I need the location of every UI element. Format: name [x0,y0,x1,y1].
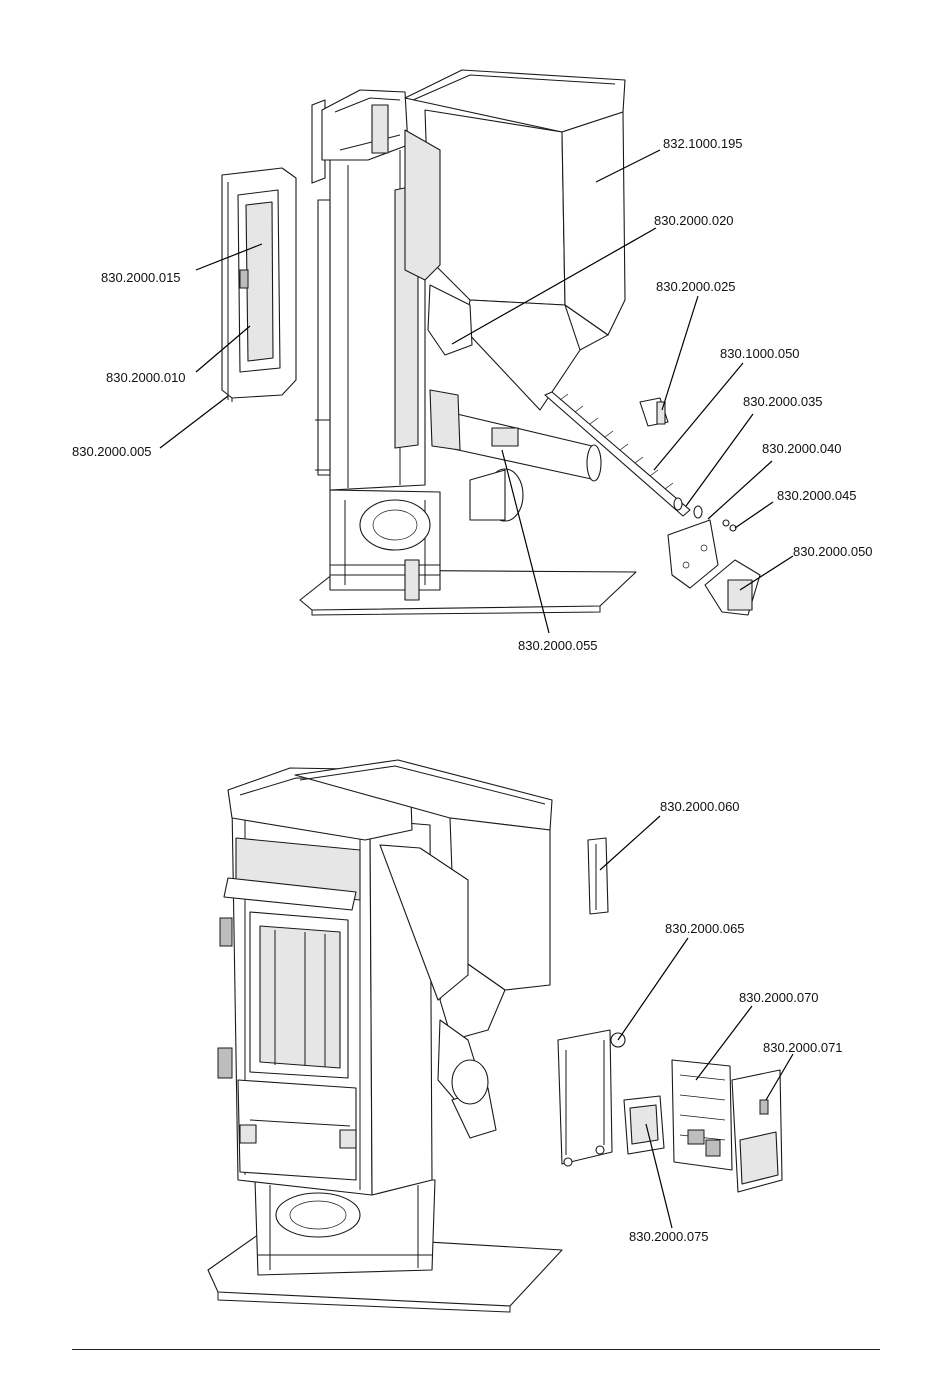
part-label: 830.2000.005 [72,444,152,459]
footer-rule [72,1349,880,1350]
part-label: 830.2000.055 [518,638,598,653]
part-label: 832.1000.195 [663,136,743,151]
part-label: 830.2000.075 [629,1229,709,1244]
top-assembly-drawing [222,70,760,615]
part-label: 830.1000.050 [720,346,800,361]
part-label: 830.2000.071 [763,1040,843,1055]
part-label: 830.2000.035 [743,394,823,409]
part-label: 830.2000.010 [106,370,186,385]
part-label: 830.2000.015 [101,270,181,285]
ignitor-bar [588,838,608,914]
part-label: 830.2000.040 [762,441,842,456]
part-label: 830.2000.025 [656,279,736,294]
combustion-fan [360,500,430,550]
part-label: 830.2000.070 [739,990,819,1005]
part-label: 830.2000.020 [654,213,734,228]
part-label: 830.2000.050 [793,544,873,559]
part-label: 830.2000.065 [665,921,745,936]
motor-bracket [668,520,718,588]
part-label: 830.2000.045 [777,488,857,503]
part-label: 830.2000.060 [660,799,740,814]
